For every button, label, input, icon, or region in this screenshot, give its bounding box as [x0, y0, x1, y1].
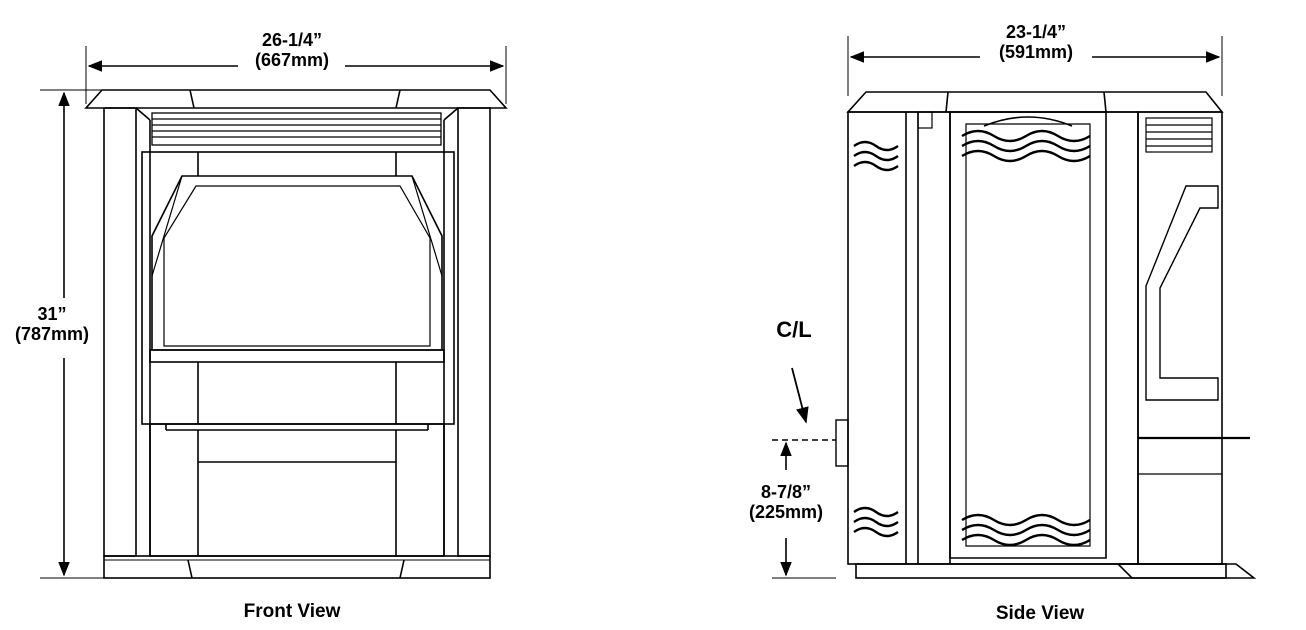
front-lower-pedestal — [149, 423, 445, 557]
front-base-plate — [103, 555, 491, 579]
side-front-section — [1137, 111, 1250, 565]
centerline-label: C/L — [776, 317, 812, 342]
front-glass-window — [151, 175, 443, 351]
side-wave-grille-bottom — [961, 513, 1091, 547]
front-width-dimension-line — [85, 46, 507, 104]
front-view-drawing — [40, 46, 508, 579]
side-view-caption: Side View — [995, 603, 1085, 624]
front-door-sill — [149, 349, 445, 363]
front-width-imperial: 26-1/4” — [261, 30, 323, 50]
side-depth-imperial: 23-1/4” — [1005, 22, 1067, 42]
side-centerline-height-label: 8-7/8” (225mm) — [734, 482, 838, 522]
side-small-wave-grille-top — [853, 140, 899, 172]
side-depth-metric: (591mm) — [998, 42, 1074, 62]
front-view-caption: Front View — [243, 601, 341, 622]
side-centerline-height-metric: (225mm) — [748, 502, 824, 522]
front-door-frame — [141, 151, 455, 425]
front-top-cap — [84, 89, 508, 109]
front-height-imperial: 31” — [37, 304, 67, 324]
front-width-label: 26-1/4” (667mm) — [236, 30, 348, 70]
side-centerline-height-imperial: 8-7/8” — [760, 482, 812, 502]
side-centerline-dimension — [772, 367, 836, 579]
front-height-label: 31” (787mm) — [2, 304, 102, 344]
side-rear-outlet — [835, 419, 849, 467]
side-wave-grille-top — [961, 129, 1091, 163]
side-base-plate — [855, 563, 1257, 579]
side-main-body — [847, 111, 1139, 565]
side-top-cap — [846, 91, 1224, 113]
front-right-column — [457, 107, 491, 557]
side-view-drawing — [772, 36, 1257, 579]
side-small-wave-grille-bottom — [853, 506, 899, 538]
front-top-louvers — [151, 112, 442, 146]
front-height-metric: (787mm) — [14, 324, 90, 344]
side-depth-dimension-line — [847, 36, 1223, 96]
front-left-column — [103, 107, 137, 557]
front-height-dimension-line — [40, 89, 105, 579]
side-center-panel — [949, 111, 1107, 559]
side-depth-label: 23-1/4” (591mm) — [978, 22, 1094, 62]
front-width-metric: (667mm) — [254, 50, 330, 70]
